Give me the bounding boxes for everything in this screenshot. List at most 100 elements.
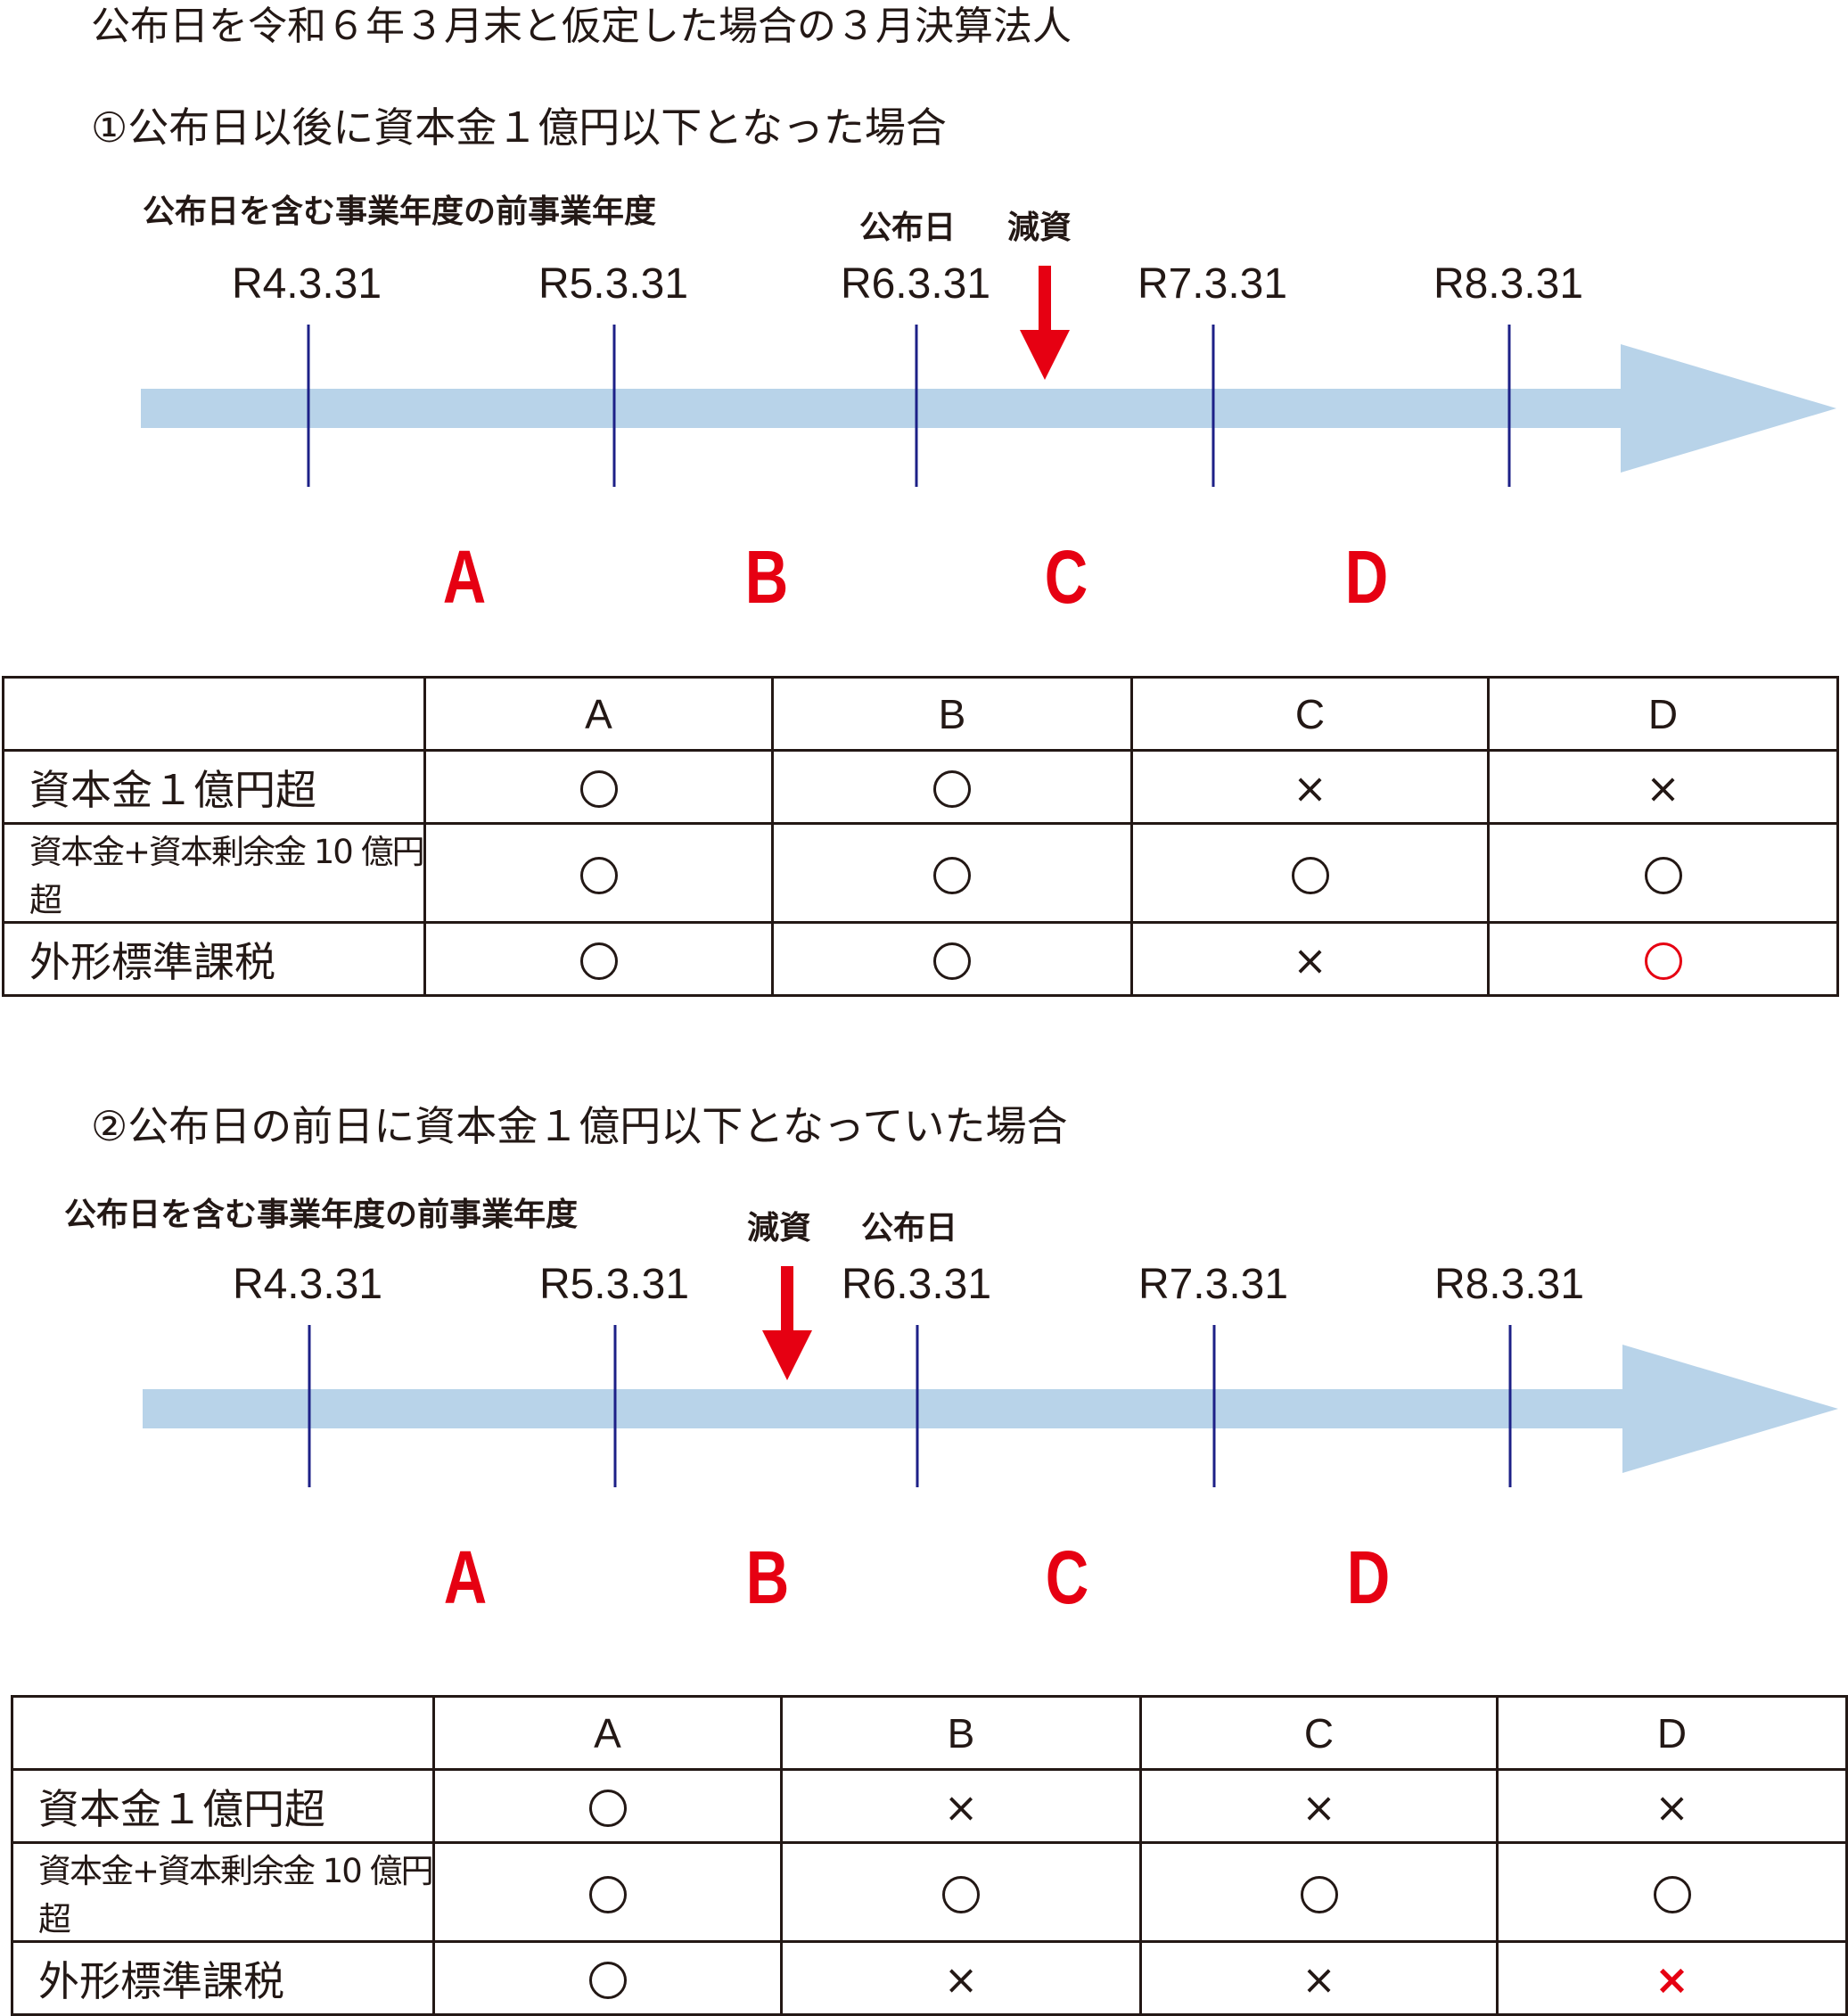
- circle-mark-icon: [933, 942, 971, 981]
- case1-mark-2-1: [771, 921, 1133, 997]
- case2-table: A B C D 資本金１億円超 × × × 資本金+資本剰余金 10 億円超 外…: [11, 1695, 1848, 2016]
- case1-date-r4: R4.3.31: [231, 260, 382, 308]
- case1-event-promulgation: 公布日: [859, 210, 957, 246]
- circle-mark-icon: [588, 1875, 627, 1913]
- case1-mark-2-2: ×: [1130, 921, 1490, 997]
- table-row: 外形標準課税 × × ×: [11, 1940, 1848, 2016]
- cross-mark-icon: ×: [1293, 936, 1327, 985]
- case2-timeline-band: [143, 1389, 1624, 1428]
- case1-reduction-arrow-shaft: [1039, 266, 1051, 337]
- case1-mark-1-0: [423, 822, 774, 924]
- case2-mark-2-2: ×: [1139, 1940, 1499, 2016]
- case1-segment-a: A: [442, 535, 487, 619]
- case2-event-capital-reduction: 減資: [747, 1210, 812, 1247]
- case1-table-header-row: A B C D: [2, 676, 1839, 752]
- case2-mark-1-1: [780, 1841, 1142, 1943]
- case1-header-a: A: [423, 676, 774, 752]
- case1-table: A B C D 資本金１億円超 × × 資本金+資本剰余金 10 億円超 外形標…: [2, 676, 1839, 997]
- case2-reduction-arrow-head: [762, 1330, 812, 1380]
- cross-mark-icon: ×: [1302, 1783, 1336, 1832]
- table-row: 資本金１億円超 × ×: [2, 749, 1839, 825]
- case1-reduction-arrow-head: [1020, 330, 1070, 380]
- circle-mark-icon: [933, 856, 971, 894]
- case2-event-promulgation: 公布日: [861, 1210, 958, 1247]
- case2-header-d: D: [1496, 1695, 1848, 1771]
- circle-mark-icon: [1644, 942, 1682, 981]
- case2-row-label-capital-over-100m: 資本金１億円超: [11, 1768, 435, 1844]
- cross-mark-icon: ×: [1302, 1955, 1336, 2004]
- case1-period-label: 公布日を含む事業年度の前事業年度: [143, 193, 657, 230]
- case1-date-r5: R5.3.31: [538, 260, 689, 308]
- case2-table-header-row: A B C D: [11, 1695, 1848, 1771]
- case2-mark-1-2: [1139, 1841, 1499, 1943]
- case1-timeline-band: [141, 389, 1622, 428]
- case2-period-label: 公布日を含む事業年度の前事業年度: [64, 1197, 579, 1233]
- case2-timeline: [0, 1000, 1848, 1487]
- case2-mark-2-1: ×: [780, 1940, 1142, 2016]
- case2-header-blank: [11, 1695, 435, 1771]
- case1-mark-2-0: [423, 921, 774, 997]
- case1-row-label-pro-forma-tax: 外形標準課税: [2, 921, 426, 997]
- circle-mark-icon: [579, 856, 618, 894]
- case2-date-r8: R8.3.31: [1433, 1261, 1585, 1308]
- case2-mark-2-0: [432, 1940, 783, 2016]
- case1-segment-b: B: [744, 535, 789, 619]
- case1-mark-1-3: [1487, 822, 1839, 924]
- page-title: 公布日を令和６年３月末と仮定した場合の３月決算法人: [91, 4, 1072, 49]
- case2-mark-0-1: ×: [780, 1768, 1142, 1844]
- case2-mark-1-3: [1496, 1841, 1848, 1943]
- case1-header-d: D: [1487, 676, 1839, 752]
- case1-row-label-capital-surplus-over-1b: 資本金+資本剰余金 10 億円超: [2, 822, 426, 924]
- case1-date-r8: R8.3.31: [1433, 260, 1584, 308]
- case2-date-r6: R6.3.31: [841, 1261, 992, 1308]
- case1-timeline-arrowhead: [1621, 344, 1836, 473]
- case1-mark-0-0: [423, 749, 774, 825]
- case1-header-b: B: [771, 676, 1133, 752]
- case1-mark-0-2: ×: [1130, 749, 1490, 825]
- circle-mark-icon: [1644, 856, 1682, 894]
- case2-header-a: A: [432, 1695, 783, 1771]
- case1-segment-d: D: [1344, 535, 1389, 619]
- case2-date-r4: R4.3.31: [232, 1261, 383, 1308]
- case1-mark-0-3: ×: [1487, 749, 1839, 825]
- case1-mark-0-1: [771, 749, 1133, 825]
- cross-mark-icon: ×: [943, 1955, 979, 2004]
- case2-mark-2-3: ×: [1496, 1940, 1848, 2016]
- circle-mark-icon: [933, 770, 971, 809]
- cross-mark-icon: ×: [1293, 764, 1327, 813]
- case2-timeline-arrowhead: [1622, 1345, 1838, 1473]
- case1-subtitle: ①公布日以後に資本金１億円以下となった場合: [91, 103, 947, 152]
- cross-mark-icon: ×: [1655, 1955, 1689, 2004]
- case1-header-blank: [2, 676, 426, 752]
- case1-mark-1-1: [771, 822, 1133, 924]
- case2-segment-a: A: [443, 1535, 488, 1619]
- case1-row-label-capital-over-100m: 資本金１億円超: [2, 749, 426, 825]
- circle-mark-icon: [579, 942, 618, 981]
- case1-segment-c: C: [1044, 535, 1088, 619]
- table-row: 資本金+資本剰余金 10 億円超: [2, 822, 1839, 924]
- case2-segment-d: D: [1346, 1535, 1391, 1619]
- cross-mark-icon: ×: [1646, 764, 1680, 813]
- table-row: 外形標準課税 ×: [2, 921, 1839, 997]
- case2-segment-b: B: [745, 1535, 790, 1619]
- case2-date-r5: R5.3.31: [538, 1261, 690, 1308]
- case1-mark-2-3: [1487, 921, 1839, 997]
- case2-header-b: B: [780, 1695, 1142, 1771]
- cross-mark-icon: ×: [1655, 1783, 1689, 1832]
- circle-mark-icon: [1653, 1875, 1691, 1913]
- case2-subtitle: ②公布日の前日に資本金１億円以下となっていた場合: [91, 1102, 1068, 1150]
- case1-timeline: [0, 0, 1848, 487]
- circle-mark-icon: [1291, 856, 1329, 894]
- case1-event-capital-reduction: 減資: [1007, 210, 1072, 246]
- case2-mark-0-0: [432, 1768, 783, 1844]
- case2-mark-0-2: ×: [1139, 1768, 1499, 1844]
- table-row: 資本金１億円超 × × ×: [11, 1768, 1848, 1844]
- case1-header-c: C: [1130, 676, 1490, 752]
- circle-mark-icon: [588, 1790, 627, 1828]
- circle-mark-icon: [588, 1962, 627, 2000]
- case1-mark-1-2: [1130, 822, 1490, 924]
- cross-mark-icon: ×: [943, 1783, 979, 1832]
- case2-row-label-capital-surplus-over-1b: 資本金+資本剰余金 10 億円超: [11, 1841, 435, 1943]
- circle-mark-icon: [579, 770, 618, 809]
- case2-reduction-arrow-shaft: [781, 1266, 793, 1337]
